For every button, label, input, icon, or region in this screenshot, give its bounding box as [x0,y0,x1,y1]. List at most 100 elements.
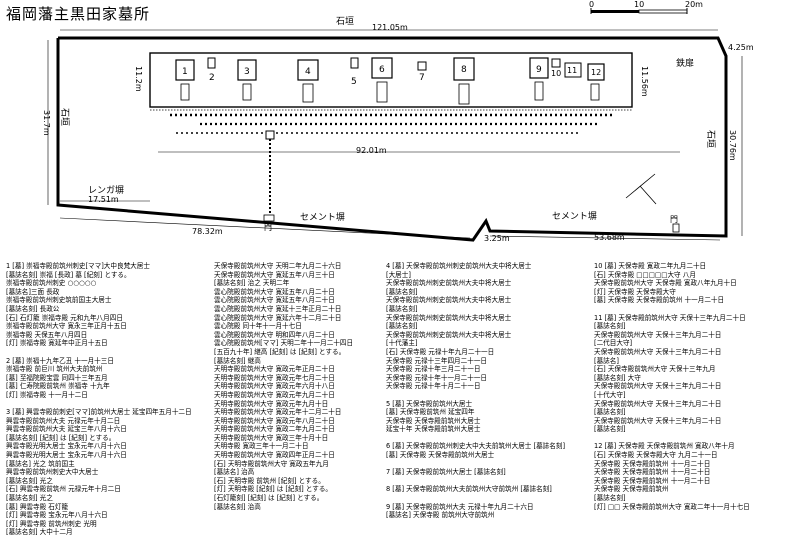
legend-line [6,400,192,409]
gate-left-label: 門 [264,223,272,232]
legend-line: 12 [墓] 天保寺殿 天保寺殿前筑州 寛政八年十月 [594,442,735,451]
svg-text:7: 7 [419,73,425,83]
cement-wall-right-label: セメント塀 [552,211,597,222]
tomb-8: 8 [453,57,475,105]
svg-text:3: 3 [244,67,250,77]
legend-line: [灯] 興雲寺殿 宝永元年八月十六日 [6,511,108,520]
gate-right-label: 門 [670,215,678,224]
page-title: 福岡藩主黒田家墓所 [6,5,151,23]
legend-line: 雲心院殿前筑州大守 明和四年八月二十日 [214,330,335,339]
dim-middle: 92.01m [356,146,387,155]
legend-line: [墓誌名刻] 崇福 [長政] 墓 [紀刻] とする。 [6,270,131,279]
legend-line: 崇福寺殿 前巨川 筑州大夫前筑州 [6,365,103,374]
legend-line: 崇福寺殿前筑州大守 寛永三年正月十五日 [6,322,127,331]
legend-line: 6 [墓] 天保寺殿前筑州刺史大中大夫前筑州大居士 [墓誌名刻] [386,442,566,451]
site-plan: 0 10 20m 121.05m 石垣 4.25m 30.76m 31.7m 石… [42,0,754,243]
svg-text:5: 5 [351,77,357,87]
legend-line: 天保寺殿前筑州大守 天保十三年九月二十日 [594,330,722,339]
stone-wall-right-label: 石垣 [705,130,716,148]
legend-line: [墓誌名刻] 光之 [6,494,53,503]
legend-line: [墓誌名刻] 大中十二月 [6,528,73,537]
legend-line: 天保寺殿前筑州大守 天保寺殿 寛政八年九月十日 [594,279,737,288]
legend-line: [灯] 天保寺殿 天保寺殿大守 [594,287,676,296]
legend-line: 興雲寺殿前筑州大夫 元禄元年十月二日 [6,416,121,425]
tomb-10: 10 [551,58,561,78]
legend-line: 雲心院殿 同十年十一月十七日 [214,322,302,331]
dim-bottom-left: 78.32m [192,227,223,236]
legend-line: [墓誌名刻] 治之 天明二年 [214,279,290,288]
dim-right: 30.76m [728,130,737,161]
legend-line: 天保寺殿前筑州刺史前筑州大夫中将大居士 [386,296,512,305]
legend-line: [墓誌名]三面 長政 [6,287,60,296]
legend-line: 天保寺殿 元禄十年三月二十一日 [386,365,481,374]
legend-line: 崇福寺殿前筑州刺史筑前国主大居士 [6,296,112,305]
legend-line: 天明寺殿前筑州大守 寛政二年九月二十日 [214,425,335,434]
legend-line: 天明寺殿前筑州大守 寛政元年八月二十日 [214,416,335,425]
legend-line: 天保寺殿 天保寺殿前筑州 十一月二十日 [594,459,711,468]
legend-line: 天保寺殿前筑州大守 天保十三年九月二十日 [594,347,722,356]
stone-wall-left-label: 石垣 [59,108,70,126]
legend-line: [石] 天保寺殿 元禄十年九月二十一日 [386,347,495,356]
tomb-12: 12 [587,63,605,101]
legend-line: 天保寺殿 元禄十年十月二十一日 [386,382,481,391]
legend-line: 天保寺殿前筑州刺史前筑州大夫中将大居士 [386,279,512,288]
legend-line: 10 [墓] 天保寺殿 寛政二年九月二十日 [594,262,707,270]
legend-line: [墓誌名刻] [594,322,626,331]
svg-text:6: 6 [379,65,385,75]
legend-line: [石] 天明寺殿前筑州大守 寛政五年九月 [214,459,329,468]
legend-line: [石] 天明寺殿 前筑州 [紀刻] とする。 [214,476,325,485]
legend-line: 崇福寺殿 天保五年八月四日 [6,330,88,339]
legend-line: 天保寺殿 元禄十年十一月二十一日 [386,373,488,382]
scale-tick-10: 10 [634,0,644,9]
dim-brick: 17.51m [88,195,119,204]
legend-line: 天保寺殿前筑州刺史前筑州大夫中将大居士 [386,330,512,339]
legend-line [594,305,750,314]
svg-text:11: 11 [567,66,577,75]
dim-step: 3.25m [484,234,510,243]
tomb-5: 5 [350,57,359,87]
legend-line: [墓誌名刻] 光之 [6,476,53,485]
legend-line: 5 [墓] 天保寺殿前筑州大居士 [386,399,473,408]
legend-line: [石] 天保寺殿 天保寺殿大守 九月二十一日 [594,451,718,460]
legend-line: 天明寺殿前筑州大守 寛政元年九月十日 [214,399,329,408]
scale-bar: 0 10 20m [589,0,703,14]
legend-line: 11 [墓] 天保寺殿前筑州大守 天保十三年九月二十日 [594,313,746,322]
legend-line: [石] 興雲寺殿前筑州 元禄元年十月二日 [6,485,121,494]
dim-inner-left: 11.2m [134,66,143,92]
legend-column-1: 1 [墓] 崇福寺殿前筑州刺史[ママ]大中良梵大居士 [墓誌名刻] 崇福 [長政… [6,262,192,537]
svg-text:4: 4 [305,67,311,77]
tomb-11: 11 [564,62,582,78]
legend-column-2: 天保寺殿前筑州大守 天明二年九月二十六日 天保寺殿前筑州大守 寛延五年八月三十日… [214,262,353,511]
legend-line: [墓誌名刻] 継高 [214,356,261,365]
legend-line: 雲心院殿前筑州大守 寛延五年八月二十日 [214,296,335,305]
legend-line: 天保寺殿前筑州刺史前筑州大夫中将大居士 [386,313,512,322]
legend-line: [墓誌名刻] 長政公 [6,304,60,313]
legend-line: 雲心院殿前筑州大守 寛延五年八月二十日 [214,287,335,296]
legend-line: 天明寺殿前筑州大守 寛政元年七月二十日 [214,373,335,382]
legend-line: [墓誌名] [594,356,619,365]
legend-line: 天明寺殿前筑州大守 寛政元年六月十八日 [214,382,335,391]
legend-line: [墓] 興雲寺殿 石灯籠 [6,502,69,511]
legend-line: 興雲寺殿前筑州刺史大中大居士 [6,468,99,477]
legend-line: 天保寺殿 元禄十三年四月二十一日 [386,356,488,365]
legend-line: 延宝十年 天保寺殿前筑州大居士 [386,425,481,434]
legend-line [6,348,192,357]
legend-line: 雲心院殿前筑州大守 寛延六年十二月二十日 [214,313,342,322]
legend-line: 9 [墓] 天保寺殿前筑州大夫 元禄十年九月二十六日 [386,502,534,511]
legend-line: [大居士] [386,270,411,279]
tomb-6: 6 [371,57,393,103]
tomb-7: 7 [417,61,427,83]
legend-line: [石] 天保寺殿前筑州大守 天保十三年九月 [594,365,716,374]
dim-top-right: 4.25m [728,43,754,52]
iron-fence-label: 鉄扉 [676,57,694,69]
legend-line: 崇福寺殿前筑州刺史 ○○○○○ [6,279,97,288]
tomb-4: 4 [297,59,319,103]
legend-line: 天保寺殿 天保寺殿前筑州 十一月二十日 [594,476,711,485]
legend-line: [墓] 天保寺殿 天保寺殿前筑州大居士 [386,451,495,460]
svg-text:12: 12 [591,68,601,77]
legend-line [386,391,565,400]
legend-line: [灯] 天明寺殿 [紀刻] は [紀刻] とする。 [214,485,333,494]
svg-text:2: 2 [209,73,215,83]
legend-line: [灯] 興雲寺殿 前筑州刺史 光明 [6,519,97,528]
legend-line: 天明寺殿前筑州大守 寛政四年正月二十日 [214,451,335,460]
